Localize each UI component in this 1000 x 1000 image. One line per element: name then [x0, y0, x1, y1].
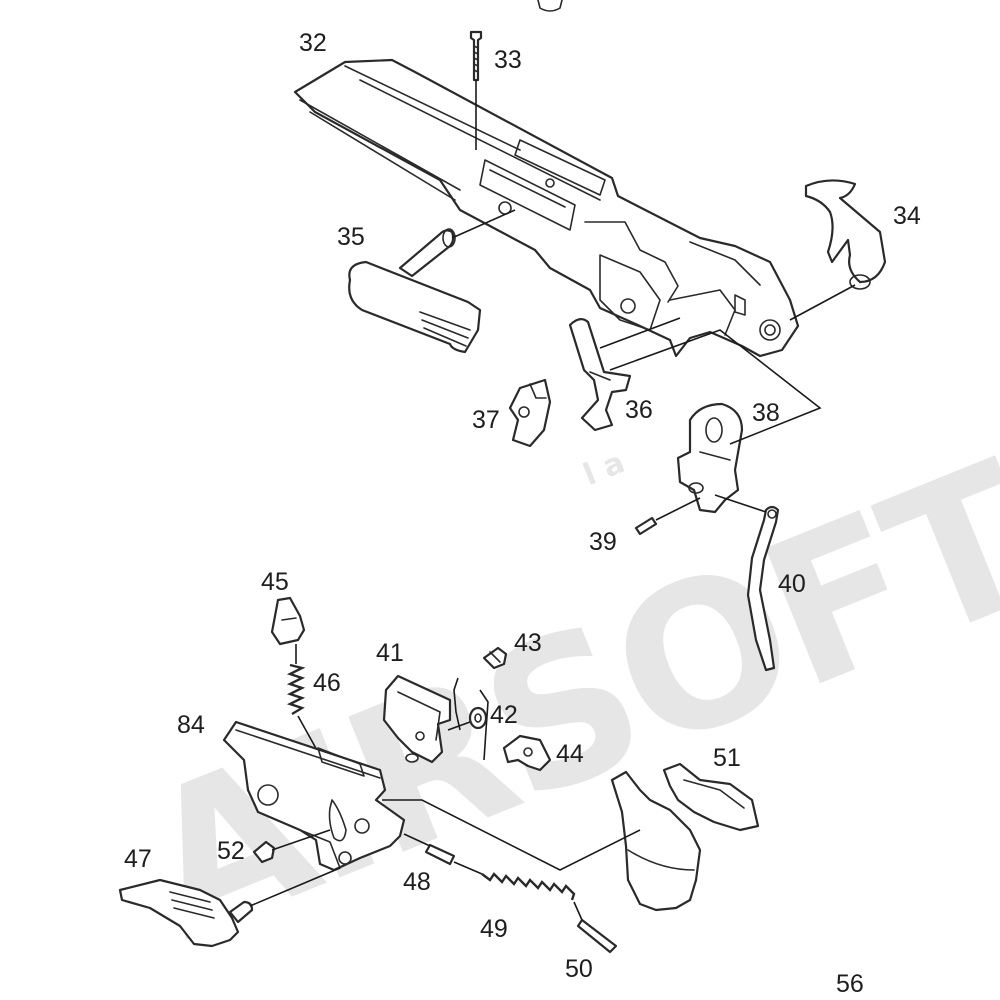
part-39-pin: [634, 497, 701, 536]
leader-lines-mid: [599, 317, 822, 445]
part-52-screw: [252, 829, 331, 864]
callout-49: 49: [480, 915, 508, 943]
part-34-hammer: [789, 179, 887, 321]
part-36-sear: [568, 318, 632, 432]
callout-42: 42: [490, 701, 518, 729]
callout-50: 50: [565, 955, 593, 983]
callout-40: 40: [778, 570, 806, 598]
part-41-housing: [382, 674, 452, 764]
callout-48: 48: [403, 868, 431, 896]
part-33-screw: [469, 30, 483, 150]
part-40-strut: [714, 494, 780, 672]
callout-33: 33: [494, 46, 522, 74]
callout-84: 84: [177, 711, 205, 739]
part-44-block: [502, 734, 552, 772]
callout-44: 44: [556, 740, 584, 768]
part-45-plunger: [270, 596, 306, 646]
part-48-pin: [403, 833, 456, 866]
callout-34: 34: [893, 202, 921, 230]
part-38-housing: [676, 402, 744, 514]
callout-47: 47: [124, 845, 152, 873]
callout-56: 56: [836, 970, 864, 998]
part-35-slide-stop: [348, 209, 516, 354]
callout-52: 52: [217, 837, 245, 865]
watermark-subtext: l a: [578, 445, 629, 493]
callout-46: 46: [313, 669, 341, 697]
part-42-bushing: [447, 677, 489, 761]
callout-37: 37: [472, 406, 500, 434]
callout-35: 35: [337, 223, 365, 251]
part-46-spring: [286, 644, 319, 753]
part-43-screw: [482, 646, 508, 670]
partial-part-top: [537, 0, 563, 12]
callout-38: 38: [752, 399, 780, 427]
part-50-pin: [573, 901, 618, 954]
callout-32: 32: [299, 29, 327, 57]
callout-43: 43: [514, 629, 542, 657]
callout-51: 51: [713, 744, 741, 772]
part-37-disconnector: [508, 378, 552, 448]
part-51-trigger: [382, 762, 760, 912]
part-32-frame: [293, 58, 800, 358]
watermark-text: AIRSOFT: [115, 419, 1000, 985]
part-84-grip: [222, 720, 406, 872]
callout-39: 39: [589, 528, 617, 556]
callout-45: 45: [261, 568, 289, 596]
callout-41: 41: [376, 639, 404, 667]
part-47-safety: [118, 867, 341, 948]
callout-36: 36: [625, 396, 653, 424]
part-49-spring: [453, 861, 576, 901]
